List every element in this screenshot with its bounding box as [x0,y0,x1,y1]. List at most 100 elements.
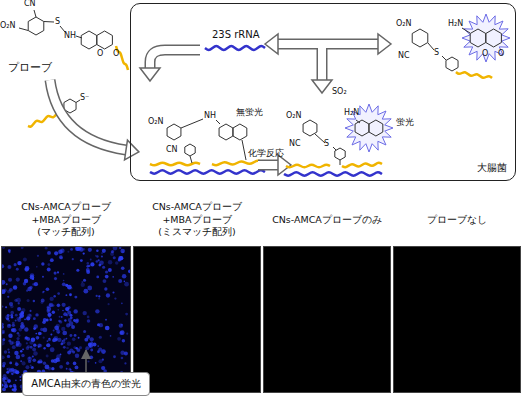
diagram-label: CN [166,146,178,154]
fluorescent-spot [115,261,118,264]
fluorescent-spot [15,370,19,374]
fluorescent-spot [43,347,45,349]
fluorescent-spot [99,336,102,339]
fluorescent-spot [2,305,3,307]
fluorescent-spot [21,247,24,249]
diagram-label: O₂N [0,22,16,30]
fluorescent-spot [124,281,126,283]
fluorescent-spot [113,256,116,259]
fluorescent-spot [105,326,110,331]
fluorescent-spot [50,347,55,352]
diagram-label: CN [24,0,36,8]
fluorescent-spot [28,357,30,359]
fluorescent-spot [62,331,67,336]
fluorescent-spot [21,354,25,358]
fluorescent-spot [83,330,86,333]
fluorescent-spot [108,268,112,272]
fluorescent-spot [120,330,125,335]
fluorescent-spot [124,362,126,364]
microscopy-panel: プローブなし [393,198,521,393]
fluorescent-spot [69,293,72,296]
fluorescent-spot [70,248,73,251]
fluorescent-spot [43,328,48,333]
fluorescent-spot [16,277,20,281]
fluorescent-spot [88,343,93,348]
fluorescent-spot [47,251,51,255]
fluorescent-spot [69,334,72,337]
fluorescent-spot [8,278,12,282]
hollow-arrow-head [312,80,332,93]
fluorescent-spot [27,287,32,292]
fluorescent-spot [13,285,17,289]
fluorescent-spot [107,303,109,305]
bond-line [356,120,360,123]
fluorescent-spot [7,290,11,294]
fluorescent-spot [65,284,68,287]
fluorescent-spot [88,248,92,252]
fluorescent-spot [54,277,57,280]
fluorescent-spot [20,350,22,352]
fluorescent-spot [72,258,74,260]
fluorescent-spot [24,318,26,320]
benzene-ring [335,148,345,160]
fluorescent-spot [43,337,45,339]
fluorescent-spot [45,247,48,250]
fluorescent-spot [49,304,52,307]
fluorescent-spot [2,384,4,387]
hollow-arrow-head [278,155,291,175]
fluorescence-glow [345,104,393,152]
fluorescence-glow [462,14,510,62]
fluorescent-spot [7,265,11,269]
panel-label-area: CNs-AMCAプローブ +MBAプローブ (マッチ配列) [1,198,131,242]
benzene-ring [369,120,383,136]
fluorescent-spot [86,265,89,268]
fluorescent-spot [50,334,52,336]
fluorescent-spot [15,379,17,381]
fluorescent-spot [98,298,100,300]
fluorescent-spot [70,314,72,316]
panel-label: CNs-AMCAプローブのみ [263,214,391,226]
diagram-label: O₂N [286,112,302,120]
fluorescent-spot [83,252,85,254]
benzene-ring [486,29,502,47]
fluorescent-spot [119,324,123,328]
fluorescent-spot [32,278,34,280]
fluorescent-spot [101,255,103,257]
hollow-arrow-body [278,40,378,48]
fluorescent-spot [5,377,8,380]
fluorescent-spot [17,332,20,335]
bond-line [242,140,246,160]
fluorescent-spot [14,263,17,266]
fluorescent-spot [72,350,75,353]
hollow-arrow-body [50,80,126,150]
benzene-ring [167,124,181,140]
fluorescent-spot [25,266,30,271]
fluorescent-spot [9,385,12,388]
fluorescent-spot [38,344,42,348]
fluorescent-spot [95,309,99,313]
bond-line [76,100,80,103]
rrna-strand [284,172,382,175]
fluorescent-spot [27,299,30,302]
fluorescent-spot [10,305,13,308]
benzene-ring [303,120,317,136]
micrograph [133,246,261,393]
fluorescent-spot [9,361,12,364]
diagram-label: S⁻ [80,94,89,102]
fluorescent-spot [16,355,21,360]
fluorescent-spot [102,266,105,269]
fluorescent-spot [81,283,85,287]
benzene-ring [470,29,486,47]
fluorescent-spot [75,247,78,249]
fluorescent-spot [67,306,70,309]
bond-line [333,147,336,150]
fluorescent-spot [7,324,11,328]
fluorescent-spot [52,311,55,314]
hollow-arrow-head [125,140,139,160]
fluorescent-spot [118,279,122,283]
fluorescent-spot [62,282,66,286]
fluorescent-spot [2,323,4,326]
fluorescent-spot [24,327,28,331]
fluorescent-spot [54,325,59,330]
